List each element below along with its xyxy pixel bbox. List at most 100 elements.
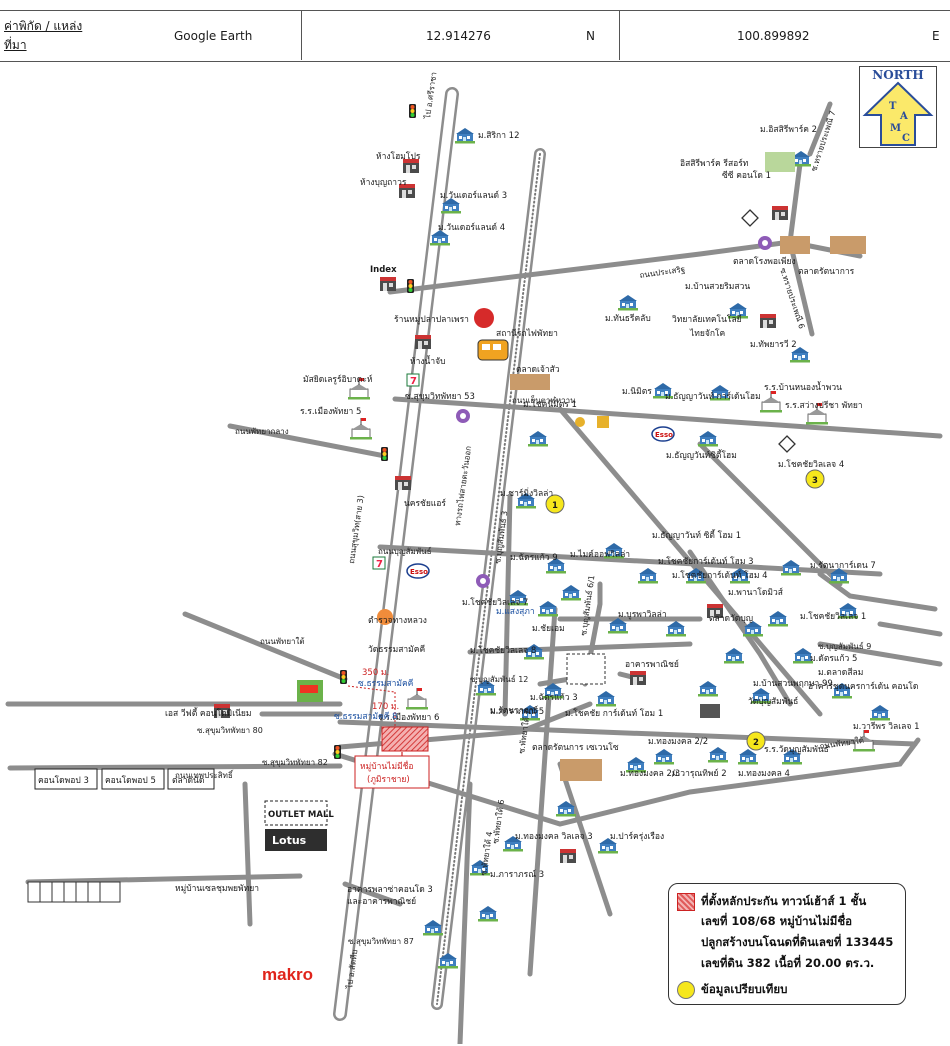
svg-text:ตลาดวัดบุญ: ตลาดวัดบุญ [709, 614, 753, 624]
legend-line-5: ข้อมูลเปรียบเทียบ [701, 982, 788, 996]
svg-text:ทางรถไฟสายตะวันออก: ทางรถไฟสายตะวันออก [453, 445, 473, 526]
svg-text:ม.ธัญญาวันท์ การ์เด้นโฮม: ม.ธัญญาวันท์ การ์เด้นโฮม [665, 391, 761, 402]
condo-blocks [27, 653, 606, 903]
svg-text:หมู่บ้านเซลชุมพยพัทยา: หมู่บ้านเซลชุมพยพัทยา [175, 883, 259, 894]
svg-text:ตำรวจทางหลวง: ตำรวจทางหลวง [368, 616, 427, 626]
svg-text:ห้างโฮมโปร: ห้างโฮมโปร [376, 151, 421, 162]
coordinate-label: ค่าพิกัด / แหล่งที่มา [4, 18, 83, 52]
svg-text:ม.พานาโดมิวส์: ม.พานาโดมิวส์ [728, 587, 784, 598]
svg-text:ม.ธัญญาวันท์ ซิตี้ โฮม 1: ม.ธัญญาวันท์ ซิตี้ โฮม 1 [652, 529, 741, 541]
svg-text:ถนนเย็นตาฬหวาน: ถนนเย็นตาฬหวาน [512, 395, 576, 405]
svg-text:Lotus: Lotus [272, 834, 307, 847]
comparison-2-marker [746, 731, 766, 751]
svg-text:ม.นิมิตร: ม.นิมิตร [622, 387, 652, 397]
svg-text:ม.ฉัตรแก้ว 9: ม.ฉัตรแก้ว 9 [510, 552, 558, 563]
svg-text:ม.โชคชัยวิลเลจ 8: ม.โชคชัยวิลเลจ 8 [470, 645, 536, 656]
svg-text:ม.ทองมงคล 2/3: ม.ทองมงคล 2/3 [620, 769, 680, 779]
longitude-value: 100.899892 [737, 28, 810, 43]
svg-text:วัดธรรมสามัคคี: วัดธรรมสามัคคี [368, 644, 425, 655]
svg-text:ม.โชคชัย การ์เด้นท์ โฮม 1: ม.โชคชัย การ์เด้นท์ โฮม 1 [565, 708, 663, 719]
svg-text:350 ม.: 350 ม. [362, 668, 389, 678]
north-indicator: NORTH T A M C [859, 66, 937, 148]
svg-text:ม.โชคชัยการ์เด้นท์ โฮม 3: ม.โชคชัยการ์เด้นท์ โฮม 3 [658, 556, 754, 567]
location-map: หมู่บ้านไม่มีชื่อ (ภูมิราชาย) [5, 71, 943, 1044]
svg-text:อิสสิรีพาร์ค รีสอร์ท: อิสสิรีพาร์ค รีสอร์ท [680, 158, 749, 169]
svg-text:ม.ตลาดสีลม: ม.ตลาดสีลม [818, 667, 863, 678]
north-arrow-icon: T A M C [862, 81, 934, 146]
svg-text:ม.รัตนวาการ์: ม.รัตนวาการ์ [490, 705, 539, 716]
svg-text:ถนนบุญสัมพันธ์: ถนนบุญสัมพันธ์ [378, 546, 432, 556]
svg-text:ม.ภาราภรณ์ 5: ม.ภาราภรณ์ 5 [490, 706, 544, 717]
svg-text:7: 7 [376, 559, 383, 570]
svg-text:และอาคารพาณิชย์: และอาคารพาณิชย์ [347, 896, 416, 907]
svg-text:ม.ฉัตรแก้ว 3: ม.ฉัตรแก้ว 3 [530, 692, 578, 703]
svg-text:1: 1 [552, 501, 558, 511]
subject-property-marker[interactable] [381, 726, 429, 752]
svg-text:ม.ชาร์มิ่งวิลล่า: ม.ชาร์มิ่งวิลล่า [500, 487, 553, 499]
subject-label-box [354, 755, 430, 789]
svg-text:Esso: Esso [410, 568, 428, 576]
svg-text:ตลาดเจ้าสัว: ตลาดเจ้าสัว [516, 364, 560, 375]
subject-label: หมู่บ้านไม่มีชื่อ [360, 760, 414, 772]
svg-text:ม.ทองมงคล 4: ม.ทองมงคล 4 [738, 769, 790, 779]
svg-text:ม.วารีพร วิลเลจ 1: ม.วารีพร วิลเลจ 1 [853, 721, 919, 732]
subject-sublabel: (ภูมิราชาย) [367, 775, 410, 785]
svg-text:นครชัยแอร์: นครชัยแอร์ [404, 498, 446, 509]
svg-text:เอส วีฟตี้ คอนโดมิเนียม: เอส วีฟตี้ คอนโดมิเนียม [165, 707, 252, 719]
svg-text:ร.ร.เมืองพัทยา 5: ร.ร.เมืองพัทยา 5 [300, 406, 361, 417]
svg-text:ม.รัตนาการ์เดน 7: ม.รัตนาการ์เดน 7 [810, 560, 876, 571]
svg-text:ม.วันเดอร์แลนด์ 3: ม.วันเดอร์แลนด์ 3 [440, 190, 507, 201]
svg-text:ม.ปาร์ครุ่งเรือง: ม.ปาร์ครุ่งเรือง [610, 831, 664, 842]
svg-text:ห้างบุญถาวร: ห้างบุญถาวร [360, 177, 407, 188]
svg-text:Esso: Esso [655, 431, 673, 439]
svg-text:ถนนสุขุมวิท(สาย 3): ถนนสุขุมวิท(สาย 3) [347, 495, 366, 565]
svg-text:OUTLET MALL: OUTLET MALL [268, 810, 334, 820]
svg-text:ม.โชคชัยวิลเลจ 4: ม.โชคชัยวิลเลจ 4 [778, 459, 844, 470]
svg-text:ม.ทัพยารวี 2: ม.ทัพยารวี 2 [750, 339, 797, 350]
svg-text:ห้างน้ำจับ: ห้างน้ำจับ [410, 355, 446, 367]
svg-text:ซ.สุขุมวิทพัทยา 80: ซ.สุขุมวิทพัทยา 80 [197, 726, 263, 735]
svg-text:ซ.ธรรมสามัคคี 8: ซ.ธรรมสามัคคี 8 [334, 711, 397, 722]
svg-text:คอนโดพอป 5: คอนโดพอป 5 [105, 775, 156, 786]
svg-text:ม.ไมค์ออฟวิลล่า: ม.ไมค์ออฟวิลล่า [570, 549, 630, 560]
svg-text:ถนนพัทยาใต้: ถนนพัทยาใต้ [260, 637, 305, 646]
svg-text:ซีซี คอนโด 1: ซีซี คอนโด 1 [722, 170, 771, 181]
svg-text:ตลาดรัตนาการ: ตลาดรัตนาการ [798, 267, 855, 277]
comparison-markers[interactable]: 1 2 3 [545, 469, 825, 751]
svg-text:ตลาดรัตนการ เซเวนโซ: ตลาดรัตนการ เซเวนโซ [532, 742, 619, 753]
esso-logos: Esso Esso [406, 426, 675, 579]
svg-text:3: 3 [812, 476, 818, 486]
svg-text:2: 2 [753, 738, 759, 748]
makro-logo: makro [262, 965, 314, 984]
map-legend: ที่ตั้งหลักประกัน ทาวน์เฮ้าส์ 1 ชั้น เลข… [668, 883, 906, 1005]
svg-text:ร.ร.วัดบุญสัมพันธ์: ร.ร.วัดบุญสัมพันธ์ [764, 744, 829, 755]
svg-text:วัดบุญสัมพันธ์: วัดบุญสัมพันธ์ [748, 696, 798, 707]
svg-text:ตลาดนัด: ตลาดนัด [172, 776, 204, 786]
svg-text:170 ม.: 170 ม. [372, 702, 399, 712]
legend-line-4: เลขที่ดิน 382 เนื้อที่ 20.00 ตร.ว. [701, 956, 875, 970]
legend-line-3: ปลูกสร้างบนโฉนดที่ดินเลขที่ 133445 [701, 935, 894, 949]
svg-text:ม.โชคชัยการ์เด้นท์ โฮม 4: ม.โชคชัยการ์เด้นท์ โฮม 4 [672, 570, 768, 581]
longitude-dir: E [932, 28, 940, 43]
svg-text:ม.โชคชัยวิลเลจ 7: ม.โชคชัยวิลเลจ 7 [462, 597, 528, 608]
svg-text:คอนโดพอป 3: คอนโดพอป 3 [38, 775, 89, 786]
svg-text:ม.ดัตรแก้ว 5: ม.ดัตรแก้ว 5 [810, 653, 857, 664]
svg-text:ถนนเทพประสิทธิ์: ถนนเทพประสิทธิ์ [175, 769, 234, 780]
svg-text:อาคารพาณิชย์: อาคารพาณิชย์ [625, 659, 679, 670]
svg-text:Index: Index [370, 265, 397, 275]
svg-text:ซ.บุญสัมพันธ์ 12: ซ.บุญสัมพันธ์ 12 [470, 674, 528, 684]
svg-text:ร.ร.บ้านหนองน้ำพวน: ร.ร.บ้านหนองน้ำพวน [764, 381, 842, 393]
row-houses [27, 881, 121, 903]
svg-text:ม.ทันธรีคลับ: ม.ทันธรีคลับ [605, 313, 651, 324]
svg-text:ซ.สุขุมวิทพัทยา 82: ซ.สุขุมวิทพัทยา 82 [262, 758, 328, 767]
svg-text:อาคารชุดนครการ์เด้น คอนโด: อาคารชุดนครการ์เด้น คอนโด [808, 681, 918, 692]
svg-text:M: M [890, 123, 901, 134]
subject-swatch [677, 893, 695, 911]
svg-text:ม.ชัยเอม: ม.ชัยเอม [532, 624, 565, 634]
svg-text:ซ.สุขุมวิทพัทยา 53: ซ.สุขุมวิทพัทยา 53 [405, 392, 475, 402]
comparison-1-marker [545, 494, 565, 514]
comparison-swatch [677, 981, 695, 999]
svg-text:ถนนพัทยากลาง: ถนนพัทยากลาง [235, 427, 289, 436]
svg-text:ซ.ธรรมสามัคคี: ซ.ธรรมสามัคคี [358, 678, 413, 689]
svg-text:ไทยจักโค: ไทยจักโค [689, 328, 725, 339]
